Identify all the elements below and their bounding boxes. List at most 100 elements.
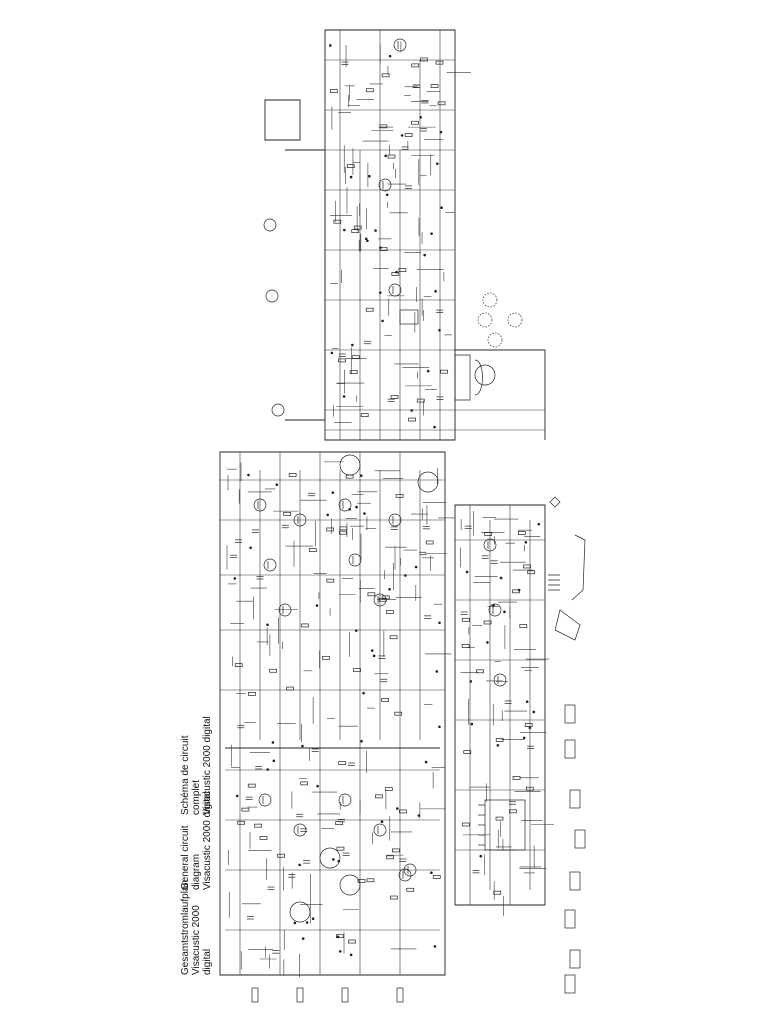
resistor-symbol	[259, 836, 268, 840]
resistor-symbol	[527, 570, 536, 575]
junction-dot	[330, 351, 334, 355]
junction-dot	[332, 858, 335, 861]
junction-dot	[247, 473, 250, 477]
junction-dot	[374, 229, 377, 232]
frame-control-section	[454, 504, 546, 906]
junction-dot	[363, 512, 366, 515]
pinout-symbol	[574, 829, 586, 849]
resistor-symbol	[425, 540, 434, 545]
rotary-switch-symbol	[477, 312, 493, 328]
frame-amplifier-section	[219, 451, 446, 976]
junction-dot	[414, 565, 418, 569]
transistor-symbol	[398, 868, 412, 882]
junction-dot	[385, 193, 389, 197]
resistor-symbol	[398, 268, 407, 272]
junction-dot	[337, 859, 341, 863]
frame-link	[455, 349, 546, 440]
junction-dot	[388, 54, 392, 58]
junction-dot	[378, 291, 382, 294]
resistor-symbol	[333, 219, 342, 224]
junction-dot	[301, 937, 305, 940]
schematic-components	[230, 38, 586, 1003]
ic-package	[399, 309, 419, 325]
transistor-symbol	[338, 793, 352, 807]
junction-dot	[424, 760, 428, 764]
resistor-symbol	[365, 88, 374, 93]
resistor-symbol	[269, 668, 277, 673]
transistor-symbol	[263, 558, 277, 572]
frame-input-section	[285, 149, 326, 421]
pinout-symbol	[569, 949, 581, 969]
resistor-symbol	[353, 668, 361, 673]
resistor-symbol	[391, 272, 400, 276]
pinout-symbol	[564, 704, 576, 724]
junction-dot	[368, 174, 371, 178]
junction-dot	[366, 239, 369, 243]
output-jack-symbol	[251, 987, 259, 1003]
junction-dot	[528, 726, 532, 730]
junction-dot	[522, 736, 526, 740]
lamp-symbol	[265, 289, 279, 303]
resistor-symbol	[408, 417, 417, 422]
junction-dot	[503, 610, 506, 614]
junction-dot	[316, 784, 319, 788]
resistor-symbol	[335, 821, 344, 825]
junction-dot	[301, 744, 304, 748]
resistor-symbol	[517, 531, 526, 535]
resistor-symbol	[509, 809, 517, 814]
resistor-symbol	[406, 887, 415, 892]
resistor-symbol	[353, 225, 362, 230]
junction-dot	[249, 546, 252, 550]
connector-symbol	[289, 901, 311, 923]
connector-symbol	[339, 454, 361, 476]
junction-dot	[384, 154, 388, 158]
resistor-symbol	[512, 776, 521, 780]
lamp-symbol	[263, 218, 277, 232]
resistor-symbol	[336, 846, 345, 851]
transistor-symbol	[293, 513, 307, 527]
resistor-symbol	[365, 307, 374, 312]
transistor-symbol	[373, 593, 387, 607]
junction-dot	[439, 130, 443, 134]
resistor-symbol	[345, 474, 354, 479]
junction-dot	[380, 820, 384, 824]
resistor-symbol	[379, 124, 388, 129]
junction-dot	[349, 953, 353, 957]
resistor-symbol	[381, 73, 390, 78]
junction-dot	[499, 576, 503, 580]
junction-dot	[395, 807, 399, 810]
resistor-symbol	[375, 794, 383, 799]
junction-dot	[305, 921, 309, 924]
resistor-symbol	[349, 370, 358, 375]
resistor-symbol	[391, 848, 400, 853]
resistor-symbol	[301, 623, 309, 628]
resistor-symbol	[277, 853, 286, 858]
transistor-symbol	[338, 498, 352, 512]
resistor-symbol	[379, 247, 388, 252]
resistor-symbol	[381, 697, 389, 702]
resistor-symbol	[390, 395, 399, 399]
junction-dot	[426, 369, 430, 373]
connector-symbol	[319, 847, 341, 869]
resistor-symbol	[248, 692, 256, 696]
transistor-symbol	[403, 863, 417, 877]
resistor-symbol	[348, 939, 356, 944]
transformer-core	[454, 354, 471, 401]
junction-dot	[438, 725, 441, 729]
junction-dot	[362, 691, 365, 695]
junction-dot	[336, 935, 340, 939]
pinout-symbol	[564, 974, 576, 994]
junction-dot	[525, 700, 529, 704]
resistor-symbol	[420, 57, 428, 62]
resistor-symbol	[437, 101, 446, 106]
junction-dot	[298, 863, 301, 867]
pinout-symbol	[564, 909, 576, 929]
resistor-symbol	[389, 635, 398, 640]
transistor-symbol	[488, 603, 502, 617]
junction-dot	[395, 270, 398, 274]
junction-dot	[430, 871, 433, 874]
junction-dot	[235, 794, 239, 798]
symbol-diamond	[549, 496, 561, 508]
junction-dot	[486, 641, 489, 644]
junction-dot	[417, 814, 421, 817]
